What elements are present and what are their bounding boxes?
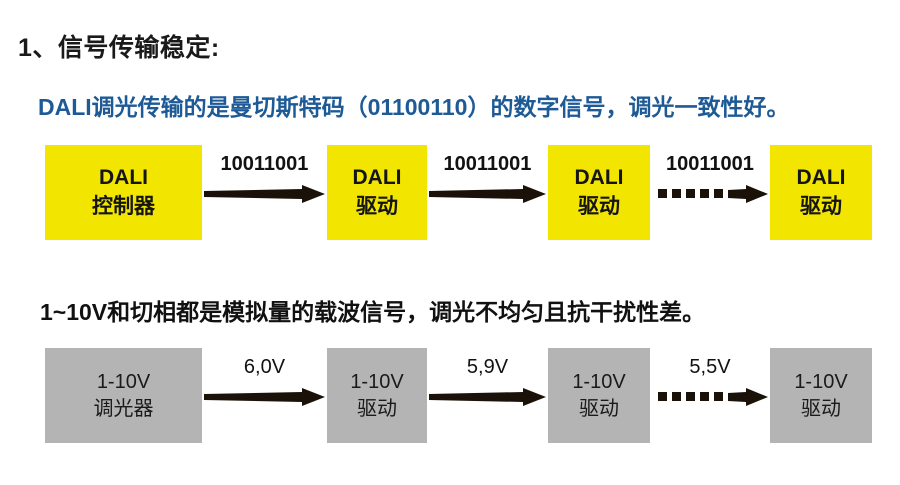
arrow-right-icon (204, 185, 325, 203)
analog-node-driver-2-line1: 1-10V (572, 370, 626, 393)
dali-connector-2-label: 10011001 (443, 153, 532, 175)
dali-node-controller-line1: DALI (99, 166, 148, 190)
analog-connector-3: 5,5V (650, 348, 770, 443)
analog-connector-2-label: 5,9V (466, 356, 509, 378)
analog-node-dimmer: 1-10V 调光器 (45, 348, 202, 443)
dali-connector-3: 10011001 (650, 145, 770, 240)
analog-flow-diagram: 1-10V 调光器 6,0V 1-10V 驱动 5,9V 1-10V 驱动 5,… (0, 348, 900, 443)
analog-node-dimmer-line2: 调光器 (93, 397, 154, 420)
page-title: 1、信号传输稳定: (18, 34, 220, 62)
analog-description-text: 1~10V和切相都是模拟量的载波信号，调光不均匀且抗干扰性差。 (40, 299, 706, 325)
dali-node-driver-1-line2: 驱动 (356, 194, 398, 218)
dali-node-driver-2-line1: DALI (574, 166, 624, 190)
arrow-right-dashed-icon (658, 388, 768, 406)
dali-node-driver-3-line1: DALI (796, 166, 846, 190)
analog-node-driver-1-line1: 1-10V (350, 370, 404, 393)
analog-node-driver-3-line2: 驱动 (801, 397, 841, 420)
dali-connector-3-label: 10011001 (666, 153, 754, 175)
analog-node-driver-3: 1-10V 驱动 (770, 348, 872, 443)
dali-description-text: DALI调光传输的是曼切斯特码（01100110）的数字信号，调光一致性好。 (38, 94, 790, 120)
analog-node-driver-1: 1-10V 驱动 (327, 348, 427, 443)
dali-node-driver-2-line2: 驱动 (578, 194, 620, 218)
analog-node-dimmer-line1: 1-10V (96, 370, 151, 393)
analog-node-driver-2: 1-10V 驱动 (548, 348, 650, 443)
dali-connector-1: 10011001 (202, 145, 327, 240)
dali-flow-diagram: DALI 控制器 10011001 DALI 驱动 10011001 DALI … (0, 145, 900, 240)
dali-node-driver-3: DALI 驱动 (770, 145, 872, 240)
analog-node-driver-3-line1: 1-10V (794, 370, 848, 393)
analog-connector-3-label: 5,5V (689, 356, 731, 378)
analog-node-driver-1-line2: 驱动 (357, 397, 397, 420)
dali-node-driver-1-line1: DALI (352, 166, 402, 190)
analog-connector-1: 6,0V (202, 348, 327, 443)
arrow-right-icon (204, 388, 325, 406)
analog-connector-1-label: 6,0V (243, 356, 286, 378)
dali-node-controller: DALI 控制器 (45, 145, 202, 240)
dali-connector-1-label: 10011001 (220, 153, 309, 175)
dali-node-driver-2: DALI 驱动 (548, 145, 650, 240)
analog-node-driver-2-line2: 驱动 (579, 397, 619, 420)
dali-node-controller-line2: 控制器 (92, 194, 155, 218)
arrow-right-dashed-icon (658, 185, 768, 203)
dali-node-driver-1: DALI 驱动 (327, 145, 427, 240)
dali-node-driver-3-line2: 驱动 (800, 194, 842, 218)
analog-connector-2: 5,9V (427, 348, 548, 443)
arrow-right-icon (429, 388, 546, 406)
dali-connector-2: 10011001 (427, 145, 548, 240)
arrow-right-icon (429, 185, 546, 203)
